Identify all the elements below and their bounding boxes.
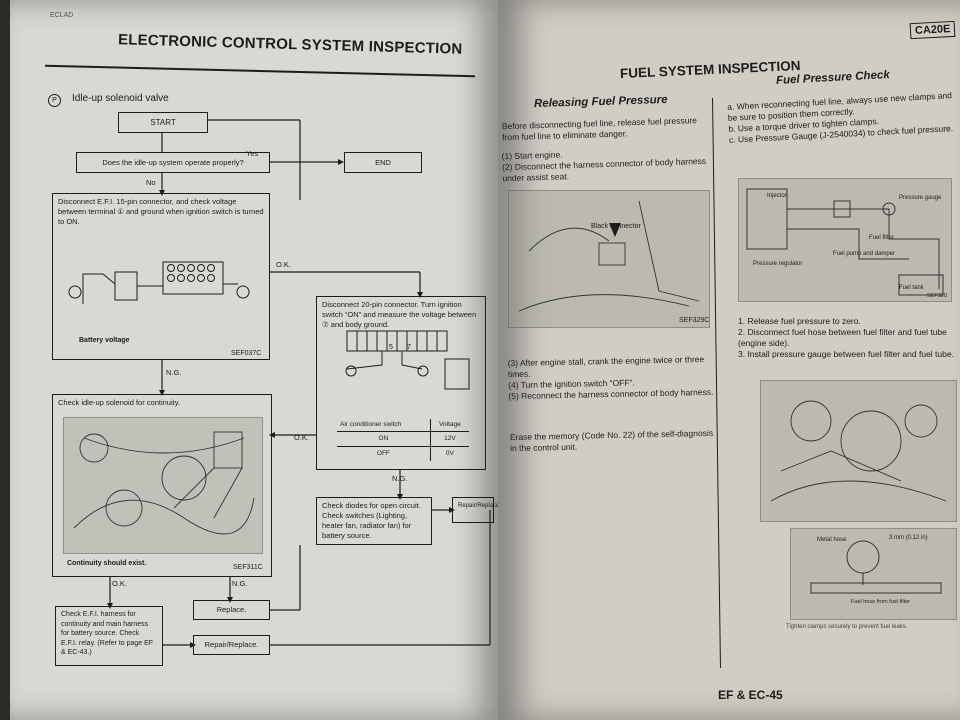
fig3-code: SEF311C xyxy=(233,564,263,571)
ok2-label: O.K. xyxy=(294,433,310,442)
pin5-label: 5 xyxy=(389,344,393,351)
label-sef-code: SEF320 xyxy=(927,293,947,299)
label-pressure-regulator: Pressure regulator xyxy=(753,261,803,267)
section-marker-icon: P xyxy=(48,94,61,107)
label-fuel-filter: Fuel filter xyxy=(869,235,894,241)
check-step-2: 2. Disconnect fuel hose between fuel fil… xyxy=(738,327,947,348)
erase-memory-text: Erase the memory (Code No. 22) of the se… xyxy=(509,427,714,454)
right-code-box: CA20E xyxy=(909,20,956,40)
pin7-label: 7 xyxy=(407,344,411,351)
left-header-tag: ECLAD xyxy=(50,12,74,19)
seat-sketch xyxy=(518,200,700,312)
table-header-switch: Air conditioner switch xyxy=(337,419,431,432)
step2-box: Disconnect 20-pin connector. Turn igniti… xyxy=(316,296,486,470)
ng2-label: N.G. xyxy=(392,474,408,483)
replace-box: Replace. xyxy=(193,600,270,620)
harness-check-box: Check E.F.I. harness for continuity and … xyxy=(55,606,163,666)
check-steps: 1. Release fuel pressure to zero. 2. Dis… xyxy=(738,316,956,360)
battery-voltage-label: Battery voltage xyxy=(79,337,130,344)
solenoid-illustration xyxy=(63,417,263,554)
fuel-system-diagram: Injector Pressure gauge Fuel filter Pres… xyxy=(738,178,952,302)
step2-text: Disconnect 20-pin connector. Turn igniti… xyxy=(322,300,477,329)
table-cell-off: OFF xyxy=(337,446,431,461)
fig1-code: SEF037C xyxy=(231,350,262,357)
releasing-steps-b: (3) After engine stall, crank the engine… xyxy=(508,354,715,402)
fig-code-a: SEF329C xyxy=(679,317,710,324)
ng1-label: N.G. xyxy=(166,368,182,377)
label-fuel-tank: Fuel tank xyxy=(899,285,924,291)
page-footer: EF & EC-45 xyxy=(718,688,783,702)
table-cell-on: ON xyxy=(337,431,431,447)
section-title: Idle-up solenoid valve xyxy=(72,93,169,104)
ok3-label: O.K. xyxy=(112,579,128,588)
label-injector: Injector xyxy=(767,193,787,199)
releasing-steps-a: (1) Start engine. (2) Disconnect the har… xyxy=(502,145,711,185)
table-cell-0v: 0V xyxy=(445,450,454,457)
no-label: No xyxy=(146,178,156,187)
table-header-voltage: Voltage xyxy=(430,419,469,432)
step1-box: Disconnect E.F.I. 15-pin connector, and … xyxy=(52,193,270,360)
label-pressure-gauge: Pressure gauge xyxy=(899,195,942,201)
section-marker: P xyxy=(48,94,61,107)
voltage-table: Air conditioner switch Voltage ON 12V OF… xyxy=(337,419,469,461)
step3-text: Check idle-up solenoid for continuity. xyxy=(58,398,181,407)
step3-box: Check idle-up solenoid for continuity. C… xyxy=(52,394,272,577)
engine-sketch xyxy=(770,400,947,502)
diode-check-box: Check diodes for open circuit. Check swi… xyxy=(316,497,432,545)
connector-illustration: Black connector SEF329C xyxy=(508,190,710,328)
right-page xyxy=(498,0,960,720)
ng3-label: N.G. xyxy=(232,579,248,588)
solenoid-sketch xyxy=(73,431,255,535)
label-metal-hose: Metal hose xyxy=(817,537,847,543)
end-box: END xyxy=(344,152,422,173)
yes-label: Yes xyxy=(246,149,259,158)
voltmeter-diagram-1 xyxy=(68,261,250,304)
check-step-1: 1. Release fuel pressure to zero. xyxy=(738,316,861,326)
label-fuel-pump-damper: Fuel pump and damper xyxy=(833,251,896,257)
label-hose-from-filter: Fuel hose from fuel filter xyxy=(851,599,910,605)
check-step-3: 3. Install pressure gauge between fuel f… xyxy=(738,349,954,359)
gauge-sketch xyxy=(810,540,942,594)
engine-illustration xyxy=(760,380,957,522)
black-connector-label: Black connector xyxy=(591,223,641,230)
continuity-text: Continuity should exist. xyxy=(67,560,147,567)
step1-text: Disconnect E.F.I. 15-pin connector, and … xyxy=(58,197,264,226)
connector-diagram-2 xyxy=(345,330,470,390)
question-box: Does the idle-up system operate properly… xyxy=(76,152,270,173)
repair-replace-box: Repair/Replace. xyxy=(193,635,270,655)
ok1-label: O.K. xyxy=(276,260,292,269)
fuel-system-schematic xyxy=(746,188,944,296)
gauge-illustration: Metal hose 3 mm (0.12 in) Fuel hose from… xyxy=(790,528,957,620)
start-box: START xyxy=(118,112,208,133)
table-cell-12v: 12V xyxy=(430,431,469,447)
repair-small-box: Repair/Replace. xyxy=(452,497,501,523)
label-spec: 3 mm (0.12 in) xyxy=(889,535,928,541)
gauge-note: Tighten clamps securely to prevent fuel … xyxy=(786,624,908,630)
